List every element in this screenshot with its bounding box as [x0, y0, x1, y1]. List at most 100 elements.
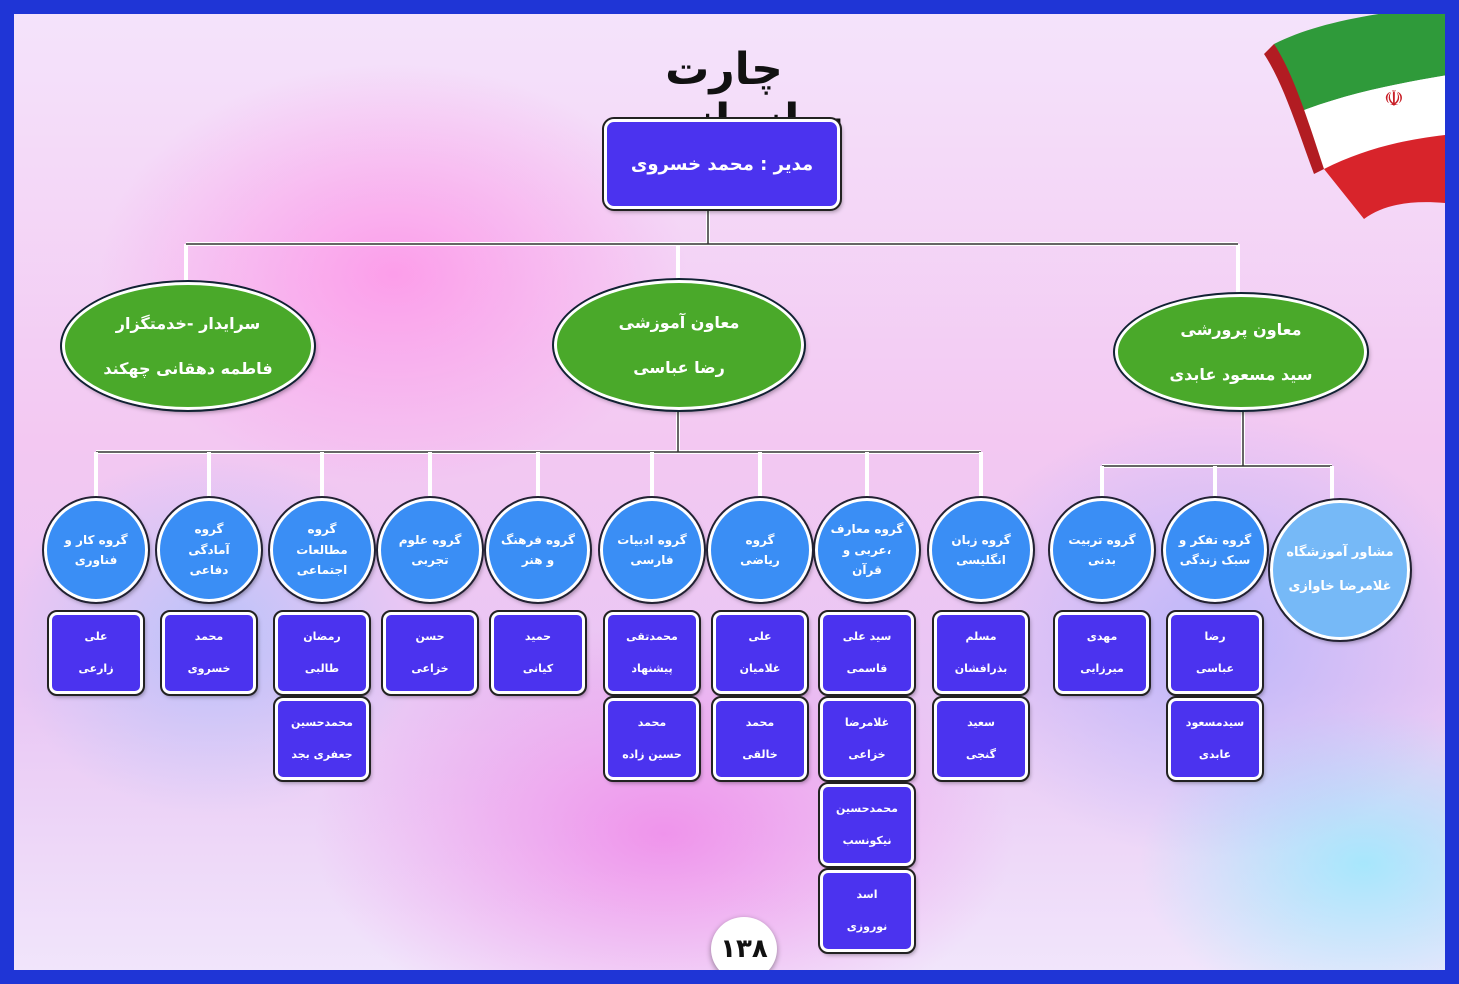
member-first-name: محمدحسین: [291, 716, 353, 730]
group-title-line: تجربی: [411, 553, 449, 567]
group-title-line: گروه ادبیات: [617, 532, 687, 547]
member-last-name: نیکونسب: [842, 834, 892, 847]
member-first-name: سیدمسعود: [1185, 716, 1245, 730]
group-circle: گروه علوم تجربی: [376, 496, 484, 604]
member-last-name: عباسی: [1195, 662, 1235, 675]
group-title-line: دفاعی: [189, 563, 229, 578]
group-title-line: گروه تفکر و: [1178, 532, 1252, 547]
member-box: رمضان طالبی: [273, 610, 371, 696]
custodian-title: سرایدار -خدمتگزار: [115, 314, 261, 333]
member-box: مهدی میرزایی: [1053, 610, 1151, 696]
member-first-name: سعید: [967, 716, 995, 730]
group-title-line: بدنی: [1087, 553, 1117, 567]
member-box: محمدحسین نیکونسب: [818, 782, 916, 868]
iran-flag-icon: ☫: [1264, 14, 1445, 219]
member-first-name: رضا: [1204, 630, 1226, 644]
member-last-name: قاسمی: [846, 662, 888, 675]
member-first-name: سید علی: [842, 630, 892, 644]
member-last-name: خزاعی: [848, 748, 886, 761]
member-last-name: نوروزی: [846, 920, 888, 933]
member-first-name: حمید: [524, 630, 552, 644]
member-first-name: حسن: [415, 630, 445, 644]
group-title-line: گروه زبان: [951, 532, 1011, 547]
manager-label: مدیر : محمد خسروی: [630, 153, 814, 175]
education-deputy-name: رضا عباسی: [633, 358, 725, 377]
member-first-name: رمضان: [303, 630, 341, 644]
member-last-name: حسین زاده: [622, 748, 682, 761]
group-circle: گروه تربیت بدنی: [1048, 496, 1156, 604]
training-deputy-ellipse: معاون پرورشی سید مسعود عابدی: [1113, 292, 1369, 412]
member-box: سیدمسعود عابدی: [1166, 696, 1264, 782]
member-last-name: پیشنهاد: [631, 662, 673, 675]
group-title-line: سبک زندگی: [1179, 553, 1251, 567]
member-box: سعید گنجی: [932, 696, 1030, 782]
counselor-circle: مشاور آموزشگاه غلامرضا خاوازی: [1268, 498, 1412, 642]
member-first-name: مسلم: [965, 630, 997, 644]
member-first-name: اسد: [856, 888, 878, 902]
group-title-line: گروه علوم: [398, 532, 462, 547]
group-title-line: گروه: [745, 532, 775, 547]
member-first-name: محمد: [745, 716, 775, 730]
member-last-name: میرزایی: [1080, 662, 1124, 675]
group-circle: گروه تفکر و سبک زندگی: [1161, 496, 1269, 604]
member-box: محمد خسروی: [160, 610, 258, 696]
group-circle: گروه فرهنگ و هنر: [484, 496, 592, 604]
page-number: ۱۳۸: [711, 917, 777, 970]
member-last-name: غلامیان: [739, 662, 781, 675]
member-box: اسد نوروزی: [818, 868, 916, 954]
connector-lines: [94, 196, 1334, 502]
member-box: مسلم بذرافشان: [932, 610, 1030, 696]
group-title-line: آمادگی: [188, 542, 230, 557]
member-first-name: محمدحسین: [836, 802, 898, 816]
group-title-line: و هنر: [521, 553, 555, 567]
member-box: محمدتقی پیشنهاد: [603, 610, 701, 696]
group-title-line: فارسی: [630, 553, 674, 567]
member-box: حسن خزاعی: [381, 610, 479, 696]
group-title-line: مطالعات: [296, 542, 348, 557]
group-circle: گروه زبان انگلیسی: [927, 496, 1035, 604]
manager-box: مدیر : محمد خسروی: [602, 117, 842, 211]
member-last-name: کیانی: [522, 662, 554, 675]
group-title-line: انگلیسی: [956, 553, 1006, 567]
training-deputy-title: معاون پرورشی: [1180, 320, 1302, 339]
member-last-name: عابدی: [1198, 748, 1232, 761]
member-box: محمد حسین زاده: [603, 696, 701, 782]
member-last-name: طالبی: [304, 662, 340, 675]
member-box: رضا عباسی: [1166, 610, 1264, 696]
member-last-name: بذرافشان: [954, 662, 1008, 675]
member-last-name: خسروی: [187, 662, 231, 675]
training-deputy-name: سید مسعود عابدی: [1169, 365, 1313, 384]
group-title-line: ،عربی و: [842, 542, 892, 557]
member-last-name: گنجی: [966, 748, 996, 761]
group-title-line: قرآن: [852, 563, 882, 578]
group-circle: گروه ریاضی: [706, 496, 814, 604]
member-last-name: زارعی: [78, 662, 114, 675]
member-box: سید علی قاسمی: [818, 610, 916, 696]
member-first-name: محمدتقی: [626, 630, 678, 644]
education-deputy-title: معاون آموزشی: [618, 313, 740, 332]
member-first-name: محمد: [194, 630, 224, 644]
member-last-name: خزاعی: [411, 662, 449, 675]
group-title-line: ریاضی: [740, 553, 780, 567]
group-title-line: گروه معارف: [830, 522, 904, 537]
svg-text:☫: ☫: [1384, 87, 1404, 112]
group-title-line: گروه فرهنگ: [501, 532, 575, 547]
group-title-line: گروه تربیت: [1068, 532, 1136, 547]
group-circle: گروه ادبیات فارسی: [598, 496, 706, 604]
counselor-line: مشاور آموزشگاه: [1286, 545, 1394, 561]
counselor-line: غلامرضا خاوازی: [1288, 579, 1392, 594]
member-first-name: مهدی: [1086, 630, 1118, 644]
member-first-name: غلامرضا: [844, 716, 890, 730]
group-title-line: اجتماعی: [296, 563, 348, 578]
custodian-ellipse: سرایدار -خدمتگزار فاطمه دهقانی چهکند: [60, 280, 316, 412]
member-box: غلامرضا خزاعی: [818, 696, 916, 782]
member-first-name: محمد: [637, 716, 667, 730]
